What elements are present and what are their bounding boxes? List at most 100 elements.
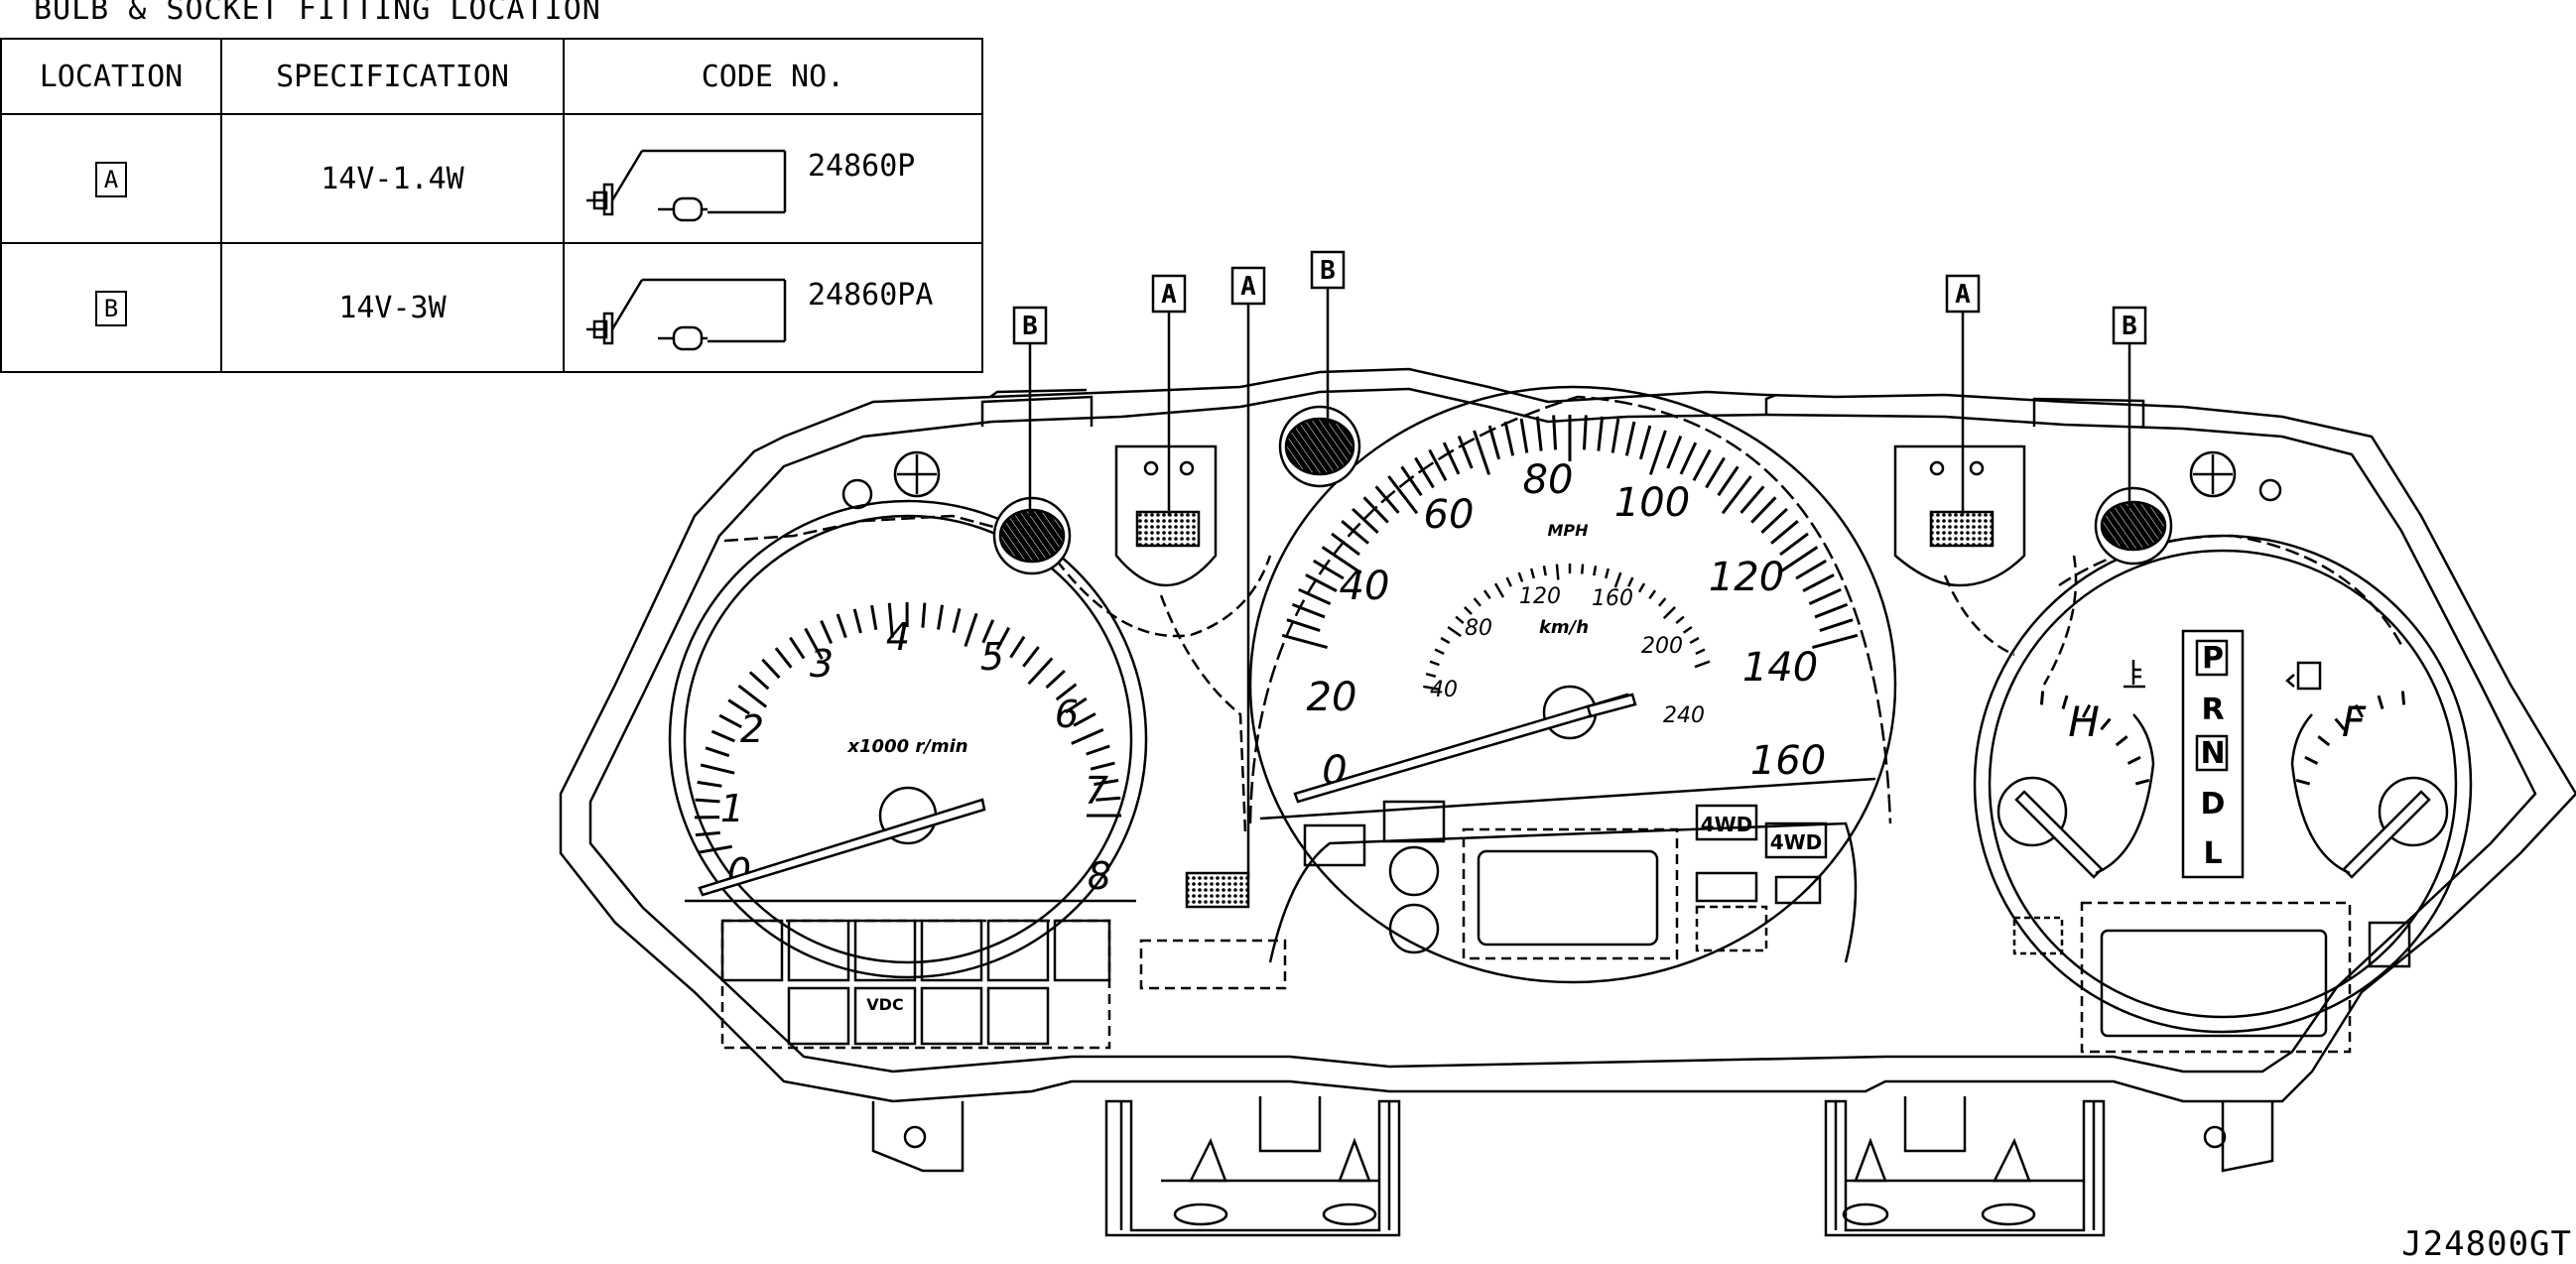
gauge-tick	[1473, 430, 1491, 475]
gauge-tick	[1400, 465, 1423, 497]
location-label: B	[95, 290, 127, 326]
header-specification: SPECIFICATION	[220, 38, 565, 115]
gauge-tick	[705, 746, 730, 758]
gauge-tick	[710, 729, 736, 743]
gauge-tick	[1387, 475, 1419, 515]
gear-l: L	[2203, 836, 2222, 871]
gauge-tick	[937, 604, 945, 630]
kmh-unit: km/h	[1539, 617, 1589, 638]
gauge-tick	[1517, 571, 1524, 582]
gauge-tick	[1779, 532, 1809, 557]
fuel-pump-icon	[2285, 661, 2322, 691]
tach-label-7: 7	[1085, 769, 1108, 813]
gauge-tick	[1552, 415, 1558, 450]
callout-a-1: A	[1151, 274, 1187, 314]
gauge-tick	[1425, 672, 1437, 678]
gauge-tick	[1027, 657, 1054, 686]
gauge-tick	[748, 671, 770, 691]
gauge-tick	[1505, 576, 1512, 587]
gauge-tick	[1535, 416, 1543, 451]
gauge-tick	[1638, 425, 1652, 460]
four-wd-indicator-2: 4WD	[1770, 830, 1823, 854]
tach-label-4: 4	[886, 615, 910, 659]
gauge-tick	[981, 619, 995, 644]
gauge-tick	[1811, 633, 1859, 649]
gauge-tick	[1750, 496, 1777, 524]
fuel-needle	[2342, 790, 2431, 879]
kmh-ticks	[1423, 564, 1711, 691]
gauge-tick	[1473, 597, 1481, 607]
bulb-a-center	[1185, 871, 1250, 909]
table-row: B 14V-3W 24860PA	[0, 242, 983, 373]
gauge-tick	[1442, 442, 1461, 475]
gauge-tick	[1095, 796, 1121, 802]
gauge-tick	[2134, 778, 2150, 786]
gauge-tick	[1045, 669, 1066, 690]
gauge-tick	[1717, 465, 1739, 497]
gauge-tick	[2354, 703, 2365, 718]
gauge-tick	[1434, 648, 1445, 655]
cluster-housing-outline	[559, 367, 2576, 1103]
gauge-tick	[995, 626, 1011, 651]
gauge-tick	[1065, 696, 1088, 714]
kmh-label-40: 40	[1430, 678, 1458, 702]
code-number: 24860P	[808, 149, 916, 184]
gauge-tick	[1281, 633, 1329, 649]
gauge-tick	[1648, 589, 1657, 600]
gauge-tick	[697, 780, 722, 788]
temp-fuel-bezel	[1973, 534, 2473, 1034]
gauge-tick	[761, 658, 781, 680]
socket-housing-left-a	[1114, 444, 1218, 587]
gauge-tick	[1305, 573, 1338, 592]
kmh-label-200: 200	[1641, 634, 1683, 659]
gauge-tick	[1666, 436, 1683, 469]
code-number: 24860PA	[808, 278, 934, 313]
tachometer-needle	[698, 798, 986, 897]
kmh-label-240: 240	[1663, 703, 1705, 728]
gauge-tick	[1331, 532, 1360, 557]
specification-cell: 14V-3W	[220, 242, 565, 373]
svg-text:B: B	[1320, 256, 1336, 286]
tach-label-1: 1	[720, 787, 744, 830]
gauge-tick	[1819, 618, 1854, 632]
gauge-tick	[1648, 430, 1667, 475]
code-cell: 24860P	[563, 113, 983, 244]
table-header-row: LOCATION SPECIFICATION CODE NO.	[0, 38, 983, 115]
gauge-tick	[1429, 660, 1440, 667]
gauge-tick	[1447, 625, 1462, 638]
gauge-tick	[2061, 695, 2069, 709]
gauge-tick	[2334, 717, 2346, 731]
cluster-inner-outline	[588, 387, 2537, 1074]
gauge-tick	[1662, 606, 1676, 620]
gauge-tick	[789, 636, 806, 660]
connector-left	[1104, 1099, 1401, 1237]
gauge-tick	[1613, 571, 1622, 588]
gauge-tick	[1694, 660, 1711, 669]
tach-label-6: 6	[1055, 693, 1079, 736]
gauge-tick	[1321, 546, 1362, 574]
gauge-tick	[1542, 566, 1547, 576]
connector-right	[1824, 1099, 2106, 1237]
gauge-tick	[1362, 496, 1389, 524]
code-cell: 24860PA	[563, 242, 983, 373]
gauge-tick	[1739, 485, 1765, 514]
bulb-b-right	[2100, 500, 2167, 552]
gauge-tick	[737, 684, 768, 708]
kmh-label-120: 120	[1519, 584, 1561, 609]
fuel-ticks	[2295, 691, 2406, 786]
vdc-indicator: VDC	[866, 995, 903, 1014]
gauge-tick	[1352, 507, 1379, 534]
gauge-tick	[700, 763, 735, 775]
svg-text:B: B	[2122, 312, 2137, 341]
gauge-tick	[1313, 559, 1345, 580]
gauge-tick	[774, 647, 793, 669]
gauge-tick	[2377, 695, 2384, 709]
callout-a-3: A	[1945, 274, 1981, 314]
tach-label-5: 5	[980, 635, 1004, 679]
gauge-tick	[1597, 416, 1605, 451]
svg-text:B: B	[1022, 312, 1038, 341]
gauge-tick	[1094, 779, 1119, 787]
gauge-tick	[820, 619, 834, 645]
gauge-tick	[2100, 717, 2112, 731]
mph-label-160: 160	[1750, 738, 1826, 784]
